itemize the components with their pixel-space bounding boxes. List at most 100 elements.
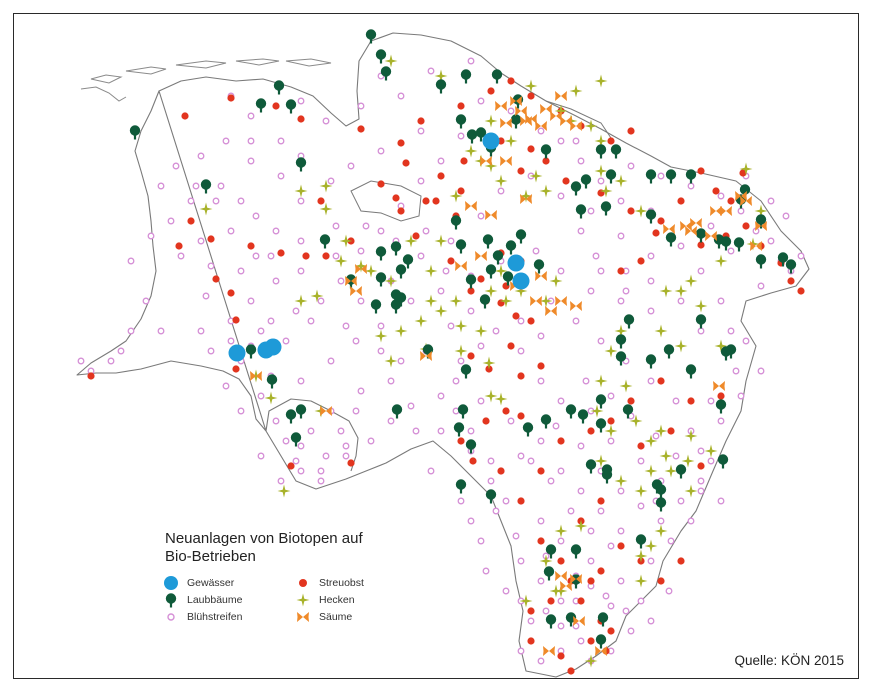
streuobst-marker bbox=[697, 462, 705, 470]
bluehstreifen-marker bbox=[557, 192, 565, 200]
laubbaum-marker bbox=[543, 566, 555, 581]
laubbaum-marker bbox=[577, 409, 589, 424]
hecken-marker bbox=[339, 234, 353, 248]
bluehstreifen-marker bbox=[257, 392, 265, 400]
bluehstreifen-marker bbox=[357, 102, 365, 110]
laubbaum-marker bbox=[479, 294, 491, 309]
bluehstreifen-marker bbox=[442, 267, 450, 275]
legend-item-gewaesser: Gewässer bbox=[161, 574, 293, 591]
streuobst-marker bbox=[527, 317, 535, 325]
bluehstreifen-marker bbox=[417, 177, 425, 185]
laubbaum-marker bbox=[733, 237, 745, 252]
legend-item-saeume: Säume bbox=[293, 608, 425, 625]
laubbaum-marker bbox=[695, 314, 707, 329]
legend-item-laubbaeume: Laubbäume bbox=[161, 591, 293, 608]
streuobst-marker bbox=[577, 597, 585, 605]
streuobst-marker bbox=[87, 372, 95, 380]
saeume-marker bbox=[480, 156, 492, 166]
streuobst-marker bbox=[637, 257, 645, 265]
bluehstreifen-marker bbox=[557, 137, 565, 145]
bluehstreifen-marker bbox=[622, 287, 630, 295]
bluehstreifen-marker bbox=[367, 437, 375, 445]
gewaesser-marker bbox=[512, 272, 530, 290]
streuobst-marker bbox=[477, 275, 485, 283]
bluehstreifen-marker bbox=[717, 497, 725, 505]
laubbaum-marker bbox=[482, 234, 494, 249]
bluehstreifen-marker bbox=[577, 487, 585, 495]
bluehstreifen-marker bbox=[317, 467, 325, 475]
hecken-marker bbox=[384, 54, 398, 68]
laubbaum-marker bbox=[200, 179, 212, 194]
laubbaum-marker bbox=[485, 489, 497, 504]
streuobst-marker bbox=[447, 257, 455, 265]
streuobst-marker bbox=[467, 352, 475, 360]
bluehstreifen-marker bbox=[677, 297, 685, 305]
streuobst-marker bbox=[412, 232, 420, 240]
streuobst-marker bbox=[607, 417, 615, 425]
hecken-marker bbox=[634, 574, 648, 588]
bluehstreifen-marker bbox=[237, 197, 245, 205]
hecken-marker bbox=[684, 429, 698, 443]
bluehstreifen-marker bbox=[542, 607, 550, 615]
streuobst-marker bbox=[469, 457, 477, 465]
bluehstreifen-marker bbox=[307, 427, 315, 435]
bluehstreifen-marker bbox=[592, 252, 600, 260]
laubbaum-marker bbox=[245, 344, 257, 359]
hecken-marker bbox=[594, 374, 608, 388]
bluehstreifen-marker bbox=[467, 57, 475, 65]
streuobst-marker bbox=[617, 542, 625, 550]
pink-ring-icon bbox=[167, 612, 175, 621]
streuobst-marker bbox=[607, 137, 615, 145]
bluehstreifen-marker bbox=[587, 207, 595, 215]
laubbaum-marker bbox=[460, 69, 472, 84]
bluehstreifen-marker bbox=[687, 182, 695, 190]
map-frame: Neuanlagen von Biotopen auf Bio-Betriebe… bbox=[13, 13, 859, 679]
saeume-marker bbox=[543, 646, 555, 656]
laubbaum-marker bbox=[465, 439, 477, 454]
bluehstreifen-marker bbox=[527, 457, 535, 465]
bluehstreifen-marker bbox=[222, 137, 230, 145]
bluehstreifen-marker bbox=[347, 162, 355, 170]
bluehstreifen-marker bbox=[647, 307, 655, 315]
streuobst-marker bbox=[397, 207, 405, 215]
bluehstreifen-marker bbox=[537, 437, 545, 445]
streuobst-marker bbox=[787, 277, 795, 285]
streuobst-marker bbox=[557, 557, 565, 565]
bluehstreifen-marker bbox=[557, 622, 565, 630]
bluehstreifen-marker bbox=[547, 477, 555, 485]
bluehstreifen-marker bbox=[342, 452, 350, 460]
legend-title: Neuanlagen von Biotopen auf Bio-Betriebe… bbox=[165, 530, 451, 566]
bluehstreifen-marker bbox=[437, 392, 445, 400]
bluehstreifen-marker bbox=[417, 252, 425, 260]
bluehstreifen-marker bbox=[297, 237, 305, 245]
legend-label: Gewässer bbox=[187, 576, 235, 589]
laubbaum-marker bbox=[580, 174, 592, 189]
bluehstreifen-marker bbox=[337, 277, 345, 285]
bluehstreifen-marker bbox=[327, 177, 335, 185]
streuobst-marker bbox=[187, 217, 195, 225]
streuobst-marker bbox=[432, 197, 440, 205]
hecken-marker bbox=[654, 524, 668, 538]
gewaesser-marker bbox=[264, 338, 282, 356]
saeume-marker bbox=[530, 296, 542, 306]
bluehstreifen-marker bbox=[532, 247, 540, 255]
hecken-marker bbox=[659, 449, 673, 463]
bluehstreifen-marker bbox=[507, 417, 515, 425]
streuobst-marker bbox=[567, 667, 575, 675]
bluehstreifen-marker bbox=[77, 357, 85, 365]
streuobst-marker bbox=[557, 437, 565, 445]
bluehstreifen-marker bbox=[572, 317, 580, 325]
bluehstreifen-marker bbox=[192, 182, 200, 190]
saeume-marker bbox=[320, 406, 332, 416]
hecken-marker bbox=[449, 294, 463, 308]
bluehstreifen-marker bbox=[247, 297, 255, 305]
streuobst-marker bbox=[437, 172, 445, 180]
bluehstreifen-marker bbox=[322, 117, 330, 125]
hecken-marker bbox=[604, 344, 618, 358]
gewaesser-marker bbox=[507, 254, 525, 272]
streuobst-marker bbox=[422, 197, 430, 205]
bluehstreifen-marker bbox=[277, 137, 285, 145]
bluehstreifen-marker bbox=[297, 377, 305, 385]
hecken-marker bbox=[614, 174, 628, 188]
hecken-marker bbox=[554, 524, 568, 538]
